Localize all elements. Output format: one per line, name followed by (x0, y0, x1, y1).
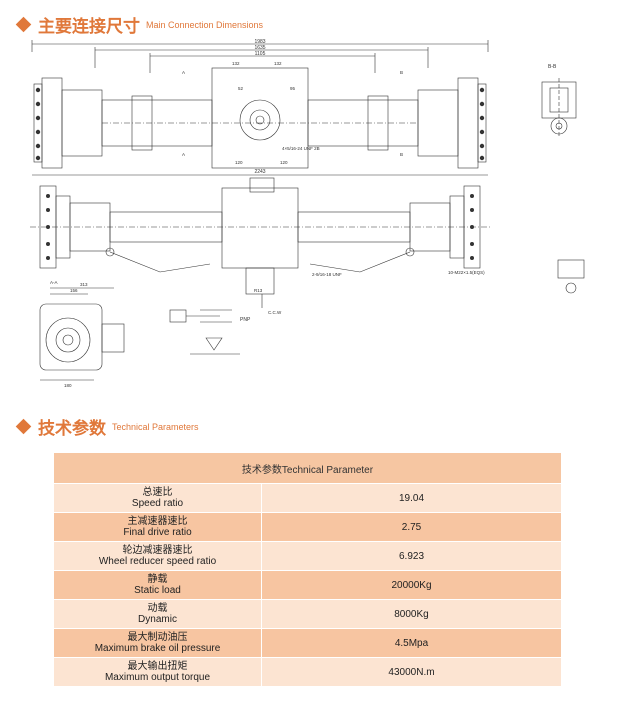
section-title-en: Main Connection Dimensions (146, 19, 264, 30)
param-value: 8000Kg (261, 599, 562, 629)
param-value: 2.75 (261, 512, 562, 542)
param-name-en: Maximum output torque (104, 672, 211, 683)
diamond-bullet-icon (15, 16, 32, 33)
table-header: 技术参数Technical Parameter (53, 452, 562, 484)
param-name-zh: 最大输出扭矩 (127, 661, 188, 672)
dim-156: 156 (70, 288, 78, 293)
view-label-b-top: B (400, 70, 403, 75)
param-name-en: Wheel reducer speed ratio (98, 556, 217, 567)
dim-120-b: 120 (280, 160, 288, 165)
section-title-zh: 技术参数 (38, 419, 106, 439)
dim-132-b: 132 (274, 61, 282, 66)
param-name-en: Dynamic (138, 614, 177, 625)
unf-callout-top: 4×5/16-24 UNF 2B (282, 146, 320, 151)
param-value: 19.04 (261, 483, 562, 513)
sensor-schematic (169, 309, 240, 355)
top-dimension-texts: 1983 1635 1105 2243 (254, 39, 265, 175)
thread-callout: 10-M22×1.5(EQS) (448, 270, 485, 275)
axle-front-view (30, 177, 490, 295)
diamond-bullet-icon (15, 418, 32, 435)
dim-132-a: 132 (232, 61, 240, 66)
param-value: 4.5Mpa (261, 628, 562, 658)
param-value: 43000N.m (261, 657, 562, 687)
dim-1983: 1983 (254, 39, 265, 45)
param-name-zh: 静载 (147, 574, 168, 585)
dim-180: 180 (64, 383, 72, 388)
param-name-zh: 总速比 (142, 487, 173, 498)
aa-view-labels: A-A 313 156 180 (50, 280, 88, 388)
dim-95: 95 (290, 86, 296, 91)
rotation-callout: C.C.W (268, 310, 282, 315)
view-label-a-top: A (182, 70, 185, 75)
front-view-bolts (46, 194, 474, 260)
view-label-a-bottom: A (182, 152, 185, 157)
section-title-en: Technical Parameters (112, 421, 199, 432)
param-name-zh: 轮边减速器速比 (122, 545, 193, 556)
radius-callout: R13 (254, 288, 263, 293)
top-view-bolts (35, 87, 485, 161)
detail-view-right (557, 259, 585, 294)
front-view-labels: 2-9/16-18 UNF 10-M22×1.5(EQS) R13 C.C.W (254, 270, 485, 315)
table-header-row: 技术参数Technical Parameter (53, 452, 562, 484)
param-name-zh: 主减速器速比 (127, 516, 188, 527)
param-value: 6.923 (261, 541, 562, 571)
section-label-bb: B-B (548, 64, 557, 70)
axle-technical-drawing: 1983 1635 1105 2243 132 132 52 95 120 12… (30, 39, 585, 388)
section-label-aa: A-A (50, 280, 58, 285)
param-name-en: Final drive ratio (123, 527, 192, 538)
section-view-bb (541, 78, 577, 138)
view-label-b-bottom: B (400, 152, 403, 157)
axle-top-view (33, 67, 487, 169)
top-view-labels: 132 132 52 95 120 120 4×5/16-24 UNF 2B A… (182, 61, 403, 165)
section-heading-parameters: 技术参数 Technical Parameters (15, 414, 199, 439)
param-name-zh: 最大制动油压 (127, 632, 188, 643)
dim-313: 313 (80, 282, 88, 287)
section-view-aa (39, 287, 125, 381)
param-name-en: Speed ratio (131, 498, 184, 509)
dim-1105: 1105 (255, 51, 266, 57)
dim-52: 52 (238, 86, 244, 91)
section-title-zh: 主要连接尺寸 (38, 17, 140, 37)
param-name-en: Static load (134, 585, 181, 596)
pnp-label: PNP (240, 317, 251, 323)
param-name-zh: 动载 (147, 603, 168, 614)
dim-1635: 1635 (254, 45, 265, 51)
param-name-en: Maximum brake oil pressure (94, 643, 221, 654)
top-dimension-lines (31, 40, 489, 176)
unf-callout-front: 2-9/16-18 UNF (312, 272, 342, 277)
section-heading-dimensions: 主要连接尺寸 Main Connection Dimensions (15, 12, 264, 37)
dim-2243: 2243 (254, 169, 265, 175)
dim-120-a: 120 (235, 160, 243, 165)
param-value: 20000Kg (261, 570, 562, 600)
